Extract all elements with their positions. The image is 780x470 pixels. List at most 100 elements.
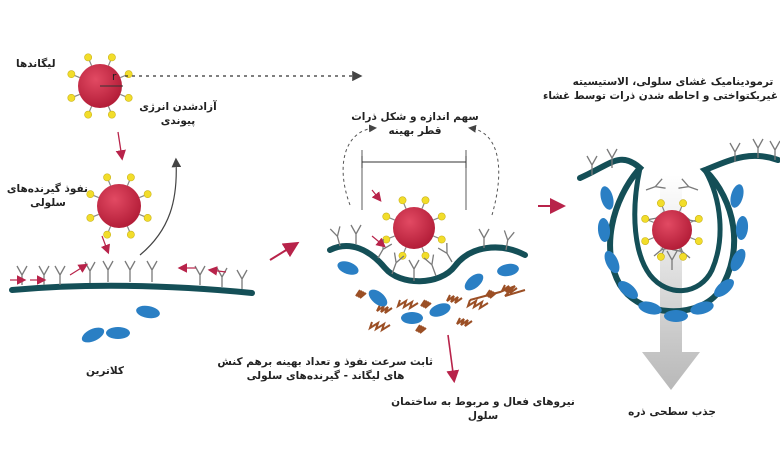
receptor bbox=[606, 148, 618, 168]
membrane-flat bbox=[9, 282, 255, 296]
ligand bbox=[421, 196, 430, 205]
panel-3 bbox=[577, 138, 780, 390]
membrane-invaginating bbox=[327, 243, 528, 285]
ligand bbox=[107, 53, 116, 62]
label-thermodynamics: ترمودینامیک غشای سلولی، الاستیسیته غیربک… bbox=[542, 76, 778, 102]
label-receptor-diffusion: نفوذ گیرنده‌های سلولی bbox=[6, 183, 88, 209]
panel-2 bbox=[327, 124, 528, 384]
receptor bbox=[408, 259, 420, 281]
receptor bbox=[423, 254, 437, 277]
receptor bbox=[752, 138, 764, 158]
label-surface-attraction: جذب سطحی ذره bbox=[628, 406, 716, 418]
arrow-down-1 bbox=[115, 131, 126, 161]
receptor bbox=[146, 260, 158, 282]
ligand bbox=[641, 237, 650, 245]
nanoparticle bbox=[97, 184, 141, 228]
label-clathrin: کلاترین bbox=[86, 365, 124, 377]
ligand bbox=[143, 190, 152, 199]
receptor bbox=[102, 260, 114, 282]
receptor bbox=[16, 265, 28, 285]
receptor bbox=[769, 140, 780, 160]
ligand bbox=[641, 215, 650, 223]
receptor bbox=[666, 250, 678, 270]
label-rate-constant: ثابت سرعت نفوذ و تعداد بهینه برهم کنش ها… bbox=[217, 356, 433, 382]
label-radius: r bbox=[112, 71, 117, 83]
ligand bbox=[398, 196, 407, 205]
receptor bbox=[194, 265, 206, 285]
ligand bbox=[126, 230, 135, 239]
curved-energy-arrow bbox=[139, 157, 182, 256]
transition-arrow-1 bbox=[269, 241, 300, 261]
dashed-arc-right bbox=[468, 124, 500, 216]
ligand bbox=[657, 199, 665, 208]
receptor bbox=[645, 178, 666, 191]
ligand bbox=[84, 110, 93, 119]
clathrin bbox=[597, 218, 611, 242]
receptor bbox=[586, 155, 598, 175]
clathrin bbox=[604, 250, 620, 274]
receptor bbox=[124, 260, 136, 282]
label-forces: نیروهای فعال و مربوط به ساختمان سلول bbox=[391, 396, 575, 422]
ligand bbox=[103, 230, 112, 239]
receptor bbox=[350, 224, 362, 244]
ligand bbox=[67, 93, 76, 102]
particle-middle bbox=[86, 173, 152, 239]
clathrin bbox=[735, 216, 749, 240]
receptor bbox=[216, 267, 228, 287]
actin-fiber bbox=[456, 317, 473, 327]
actin-fiber bbox=[376, 304, 393, 314]
ligand bbox=[694, 237, 703, 245]
nanoparticle bbox=[652, 210, 692, 250]
ligand bbox=[86, 190, 95, 199]
label-binding-energy: آزادشدن انرژی پیوندی bbox=[139, 101, 217, 127]
clathrin bbox=[600, 186, 614, 210]
clathrin-panel-2 bbox=[337, 261, 519, 324]
receptor bbox=[391, 252, 405, 275]
membrane-inner bbox=[632, 165, 723, 293]
force-arrow bbox=[446, 334, 460, 384]
receptor bbox=[38, 265, 50, 285]
ligand bbox=[143, 213, 152, 222]
clathrin-panel-3 bbox=[597, 184, 749, 322]
nanoparticle bbox=[393, 207, 435, 249]
label-particle-size: سهم اندازه و شکل ذرات قطر بهینه bbox=[351, 111, 479, 137]
particle-binding bbox=[382, 196, 446, 260]
clathrin bbox=[730, 248, 746, 272]
actin-fiber bbox=[415, 324, 427, 334]
ligand bbox=[107, 110, 116, 119]
surface-attraction-arrow bbox=[642, 175, 700, 390]
ligand bbox=[437, 212, 446, 221]
panel-1 bbox=[9, 53, 363, 343]
ligand bbox=[124, 93, 133, 102]
receptor bbox=[678, 178, 699, 191]
ligand bbox=[382, 212, 391, 221]
actin-fiber bbox=[420, 299, 432, 309]
actin-fiber bbox=[368, 320, 391, 333]
clathrin bbox=[638, 301, 662, 315]
ligand bbox=[84, 53, 93, 62]
receptor bbox=[54, 265, 66, 285]
label-ligands: لیگاندها bbox=[16, 58, 56, 70]
clathrin bbox=[618, 281, 638, 299]
clathrin bbox=[664, 310, 688, 322]
clathrin bbox=[690, 301, 714, 315]
ligand bbox=[437, 235, 446, 244]
ligand bbox=[67, 70, 76, 79]
ligand bbox=[657, 252, 665, 261]
actin-fiber bbox=[355, 289, 367, 299]
ligand bbox=[694, 215, 703, 223]
ligand bbox=[126, 173, 135, 182]
receptor bbox=[503, 230, 515, 251]
ligand bbox=[86, 213, 95, 222]
particle-engulfed bbox=[641, 199, 703, 261]
actin-fiber bbox=[446, 294, 463, 304]
ligand bbox=[103, 173, 112, 182]
ligand bbox=[679, 199, 687, 208]
ligand bbox=[398, 251, 407, 260]
receptor bbox=[84, 261, 96, 283]
dashed-arc-left bbox=[342, 124, 377, 206]
diffusion-arrows bbox=[10, 235, 227, 285]
receptor bbox=[437, 243, 453, 263]
receptor bbox=[236, 269, 248, 289]
